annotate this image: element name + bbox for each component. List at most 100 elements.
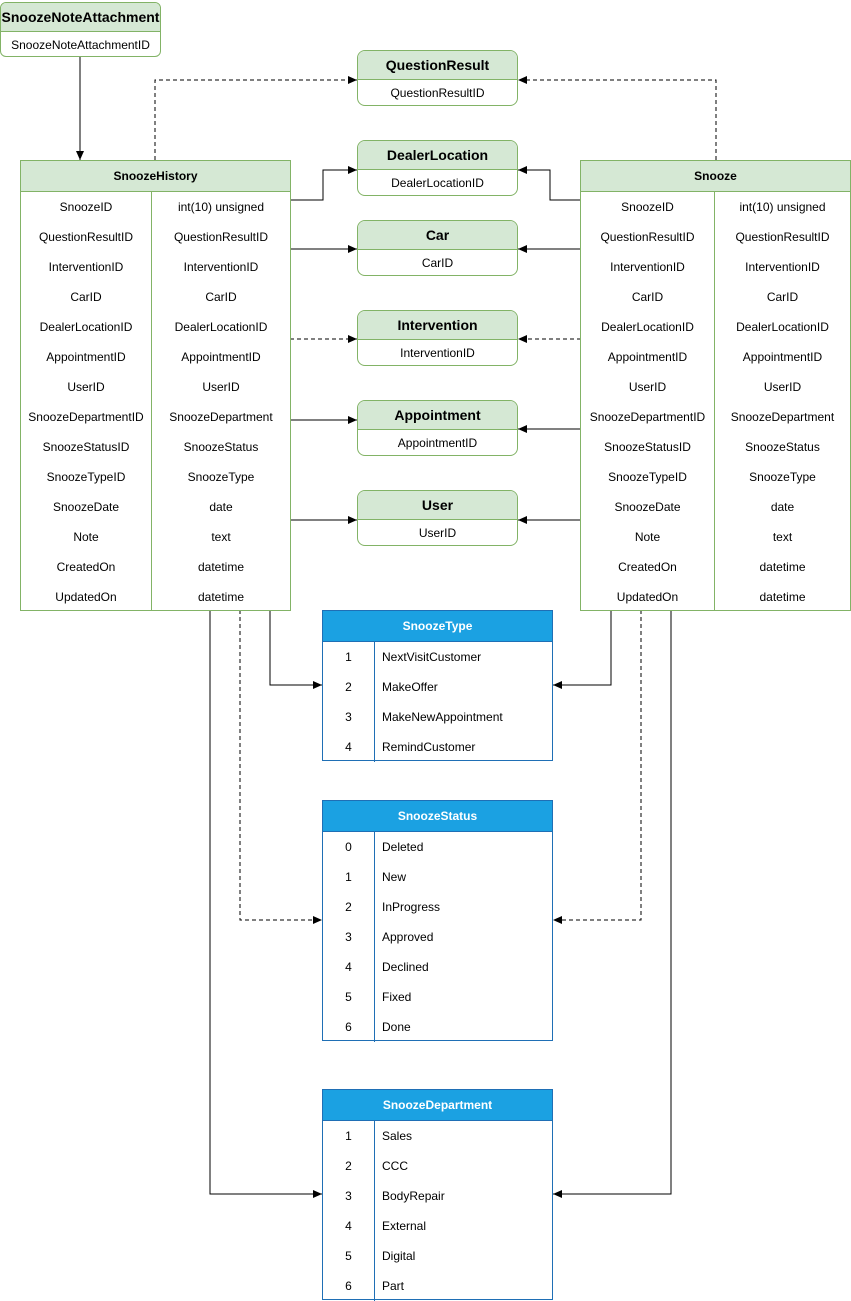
- entity-field: InterventionID: [400, 346, 475, 360]
- column-name-cell: SnoozeDepartmentID: [589, 410, 706, 424]
- column-type-cell: int(10) unsigned: [177, 200, 265, 214]
- connector-history-snoozetype: [269, 610, 322, 689]
- entity-title: Appointment: [358, 401, 517, 430]
- entity-intervention[interactable]: Intervention InterventionID: [357, 310, 518, 366]
- column-name-cell: SnoozeTypeID: [46, 470, 126, 484]
- column-type-cell: UserID: [202, 380, 240, 394]
- column-name-cell: SnoozeID: [59, 200, 113, 214]
- enum-value-cell: Approved: [382, 930, 434, 944]
- column-type-cell: DealerLocationID: [736, 320, 829, 334]
- connector-history-snoozestatus: [239, 610, 322, 924]
- column-name-cell: SnoozeID: [621, 200, 674, 214]
- table-title: SnoozeHistory: [21, 161, 290, 192]
- table-snooze[interactable]: Snooze SnoozeID QuestionResultID Intervent…: [580, 160, 851, 611]
- entity-question-result[interactable]: QuestionResult QuestionResultID: [357, 50, 518, 106]
- entity-appointment[interactable]: Appointment AppointmentID: [357, 400, 518, 456]
- column-name-cell: SnoozeStatusID: [42, 440, 130, 454]
- enum-key-cell: 2: [345, 900, 352, 914]
- enum-key-cell: 0: [345, 840, 352, 854]
- column-type-cell: date: [770, 500, 795, 514]
- enum-key-cell: 2: [345, 1159, 352, 1173]
- entity-title: User: [358, 491, 517, 520]
- column-type-cell: QuestionResultID: [173, 230, 269, 244]
- column-type-cell: SnoozeType: [749, 470, 816, 484]
- column-type-cell: CarID: [766, 290, 799, 304]
- column-name-cell: DealerLocationID: [39, 320, 133, 334]
- enum-value-cell: MakeNewAppointment: [382, 710, 503, 724]
- enum-keys: 1 2 3 4: [323, 642, 375, 762]
- column-name-cell: InterventionID: [610, 260, 685, 274]
- enum-value-cell: InProgress: [382, 900, 441, 914]
- enum-key-cell: 2: [345, 680, 352, 694]
- column-type-cell: datetime: [759, 590, 806, 604]
- column-type-cell: AppointmentID: [742, 350, 823, 364]
- enum-value-cell: Declined: [382, 960, 429, 974]
- column-name-cell: QuestionResultID: [38, 230, 134, 244]
- connector-snooze-snoozetype: [553, 610, 612, 689]
- enum-key-cell: 4: [345, 740, 352, 754]
- enum-value-cell: NextVisitCustomer: [382, 650, 482, 664]
- column-type-cell: QuestionResultID: [735, 230, 830, 244]
- enum-value-cell: Digital: [382, 1249, 416, 1263]
- connector-snooze-snoozestatus: [553, 610, 642, 924]
- enum-value-cell: CCC: [382, 1159, 408, 1173]
- entity-user[interactable]: User UserID: [357, 490, 518, 546]
- enum-value-cell: External: [382, 1219, 427, 1233]
- column-name-cell: SnoozeTypeID: [608, 470, 687, 484]
- column-name-cell: InterventionID: [48, 260, 124, 274]
- column-name-cell: Note: [634, 530, 661, 544]
- column-name-cell: UpdatedOn: [55, 590, 117, 604]
- enum-key-cell: 6: [345, 1020, 352, 1034]
- entity-snooze-note-attachment[interactable]: SnoozeNoteAttachment SnoozeNoteAttachmen…: [0, 2, 161, 57]
- table-snooze-history[interactable]: SnoozeHistory SnoozeID QuestionResultID In…: [20, 160, 291, 611]
- column-name-cell: Note: [73, 530, 99, 544]
- enum-value-cell: RemindCustomer: [382, 740, 476, 754]
- column-type-cell: SnoozeType: [187, 470, 255, 484]
- connector-history-questionresult: [154, 76, 357, 160]
- entity-field: AppointmentID: [397, 436, 478, 450]
- column-type-cell: InterventionID: [183, 260, 259, 274]
- connector-history-dealerlocation: [290, 166, 357, 201]
- column-name-cell: AppointmentID: [46, 350, 126, 364]
- enum-value-cell: Part: [382, 1279, 405, 1293]
- entity-field: CarID: [421, 256, 454, 270]
- entity-title: DealerLocation: [358, 141, 517, 170]
- column-type-cell: SnoozeDepartment: [169, 410, 273, 424]
- column-name-cell: CreatedOn: [56, 560, 116, 574]
- column-type-cell: datetime: [197, 590, 245, 604]
- entity-title: QuestionResult: [358, 51, 517, 80]
- column-name-cell: QuestionResultID: [600, 230, 695, 244]
- column-type-cell: SnoozeStatus: [745, 440, 820, 454]
- column-name-cell: UserID: [67, 380, 105, 394]
- connector-snooze-questionresult: [518, 76, 717, 160]
- enum-key-cell: 3: [345, 710, 352, 724]
- entity-field: UserID: [418, 526, 457, 540]
- entity-dealer-location[interactable]: DealerLocation DealerLocationID: [357, 140, 518, 196]
- column-type-cell: SnoozeStatus: [183, 440, 259, 454]
- connector-snooze-snoozedepartment: [553, 610, 672, 1198]
- table-title: Snooze: [581, 161, 850, 192]
- enum-key-cell: 6: [345, 1279, 352, 1293]
- column-name-cell: DealerLocationID: [601, 320, 694, 334]
- enum-key-cell: 5: [345, 1249, 352, 1263]
- column-name-cell: SnoozeDepartmentID: [28, 410, 144, 424]
- column-type-cell: SnoozeDepartment: [730, 410, 835, 424]
- entity-title: SnoozeNoteAttachment: [1, 3, 160, 32]
- enum-title: SnoozeType: [323, 611, 552, 642]
- entity-field: DealerLocationID: [391, 176, 484, 190]
- enum-value-cell: Done: [382, 1020, 411, 1034]
- entity-car[interactable]: Car CarID: [357, 220, 518, 276]
- enum-value-cell: Sales: [382, 1129, 413, 1143]
- enum-key-cell: 1: [345, 650, 352, 664]
- column-type-cell: CarID: [205, 290, 237, 304]
- enum-key-cell: 3: [345, 1189, 352, 1203]
- enum-key-cell: 1: [345, 1129, 352, 1143]
- connector-snooze-dealerlocation: [518, 166, 581, 201]
